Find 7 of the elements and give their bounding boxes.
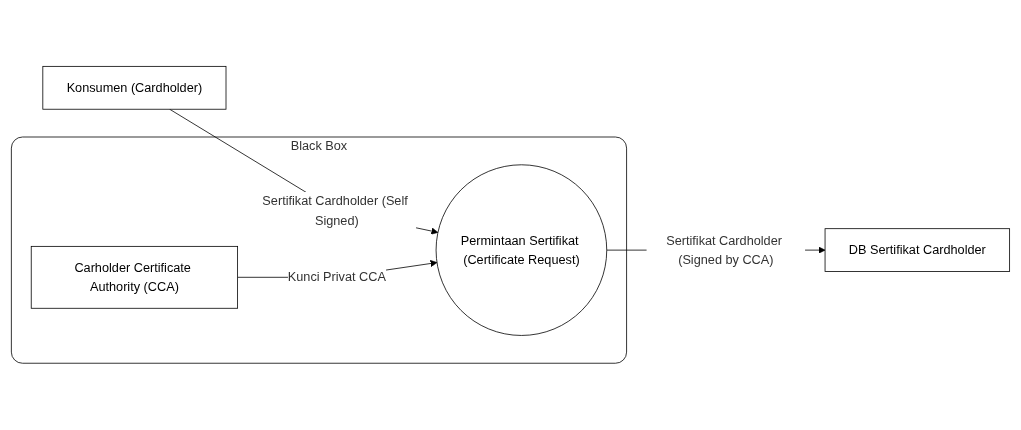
node-circle: Permintaan Sertifikat (Certificate Request)	[435, 164, 608, 337]
edge-label: Sertifikat Cardholder (Self Signed)	[262, 194, 408, 228]
node-box: DB Sertifikat Cardholder	[824, 228, 1011, 273]
edge-label: Kunci Privat CCA	[287, 270, 386, 284]
edge-label: Sertifikat Cardholder (Signed by CCA)	[666, 233, 782, 267]
node-box: Konsumen (Cardholder)	[42, 66, 227, 110]
node-box: Carholder Certificate Authority (CCA)	[30, 246, 238, 309]
